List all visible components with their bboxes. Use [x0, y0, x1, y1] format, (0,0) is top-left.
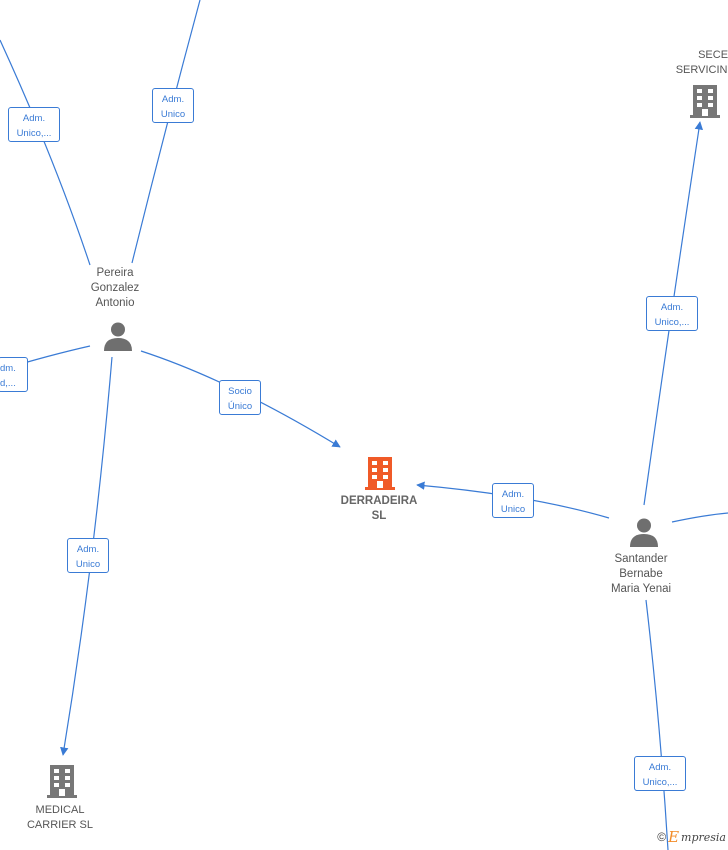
person-icon	[630, 518, 658, 547]
building-icon	[690, 85, 720, 118]
person-icon	[104, 322, 132, 351]
edge-label-santander-derradeira[interactable]: Adm. Unico	[492, 483, 534, 518]
building-icon	[365, 457, 395, 490]
edge-santander-bottom	[645, 599, 669, 850]
edge-label-bottom-right[interactable]: Adm. Unico,...	[634, 756, 686, 791]
copyright-symbol: ©	[657, 830, 667, 844]
edge-label-socio-unico[interactable]: Socio Único	[219, 380, 261, 415]
brand-initial: E	[668, 828, 680, 846]
company-label-secer[interactable]: SECER SERVICING	[675, 49, 728, 76]
building-icon	[47, 765, 77, 798]
company-label-medical[interactable]: MEDICAL CARRIER SL	[26, 804, 94, 831]
person-label-santander[interactable]: Santander Bernabe Maria Yenai	[610, 553, 672, 595]
edge-label-santander-secer[interactable]: Adm. Unico,...	[646, 296, 698, 331]
edge-label-left[interactable]: dm. d,...	[0, 357, 28, 392]
edge-label-pereira-medical[interactable]: Adm. Unico	[67, 538, 109, 573]
edge-label-top-center[interactable]: Adm. Unico	[152, 88, 194, 123]
edge-top-center	[131, 0, 201, 264]
person-label-pereira[interactable]: Pereira Gonzalez Antonio	[90, 267, 140, 309]
edge-top-left	[0, 39, 91, 266]
company-label-derradeira[interactable]: DERRADEIRA SL	[340, 495, 418, 522]
edge-santander-right	[671, 512, 728, 523]
edge-label-top-left[interactable]: Adm. Unico,...	[8, 107, 60, 142]
brand-name: mpresia	[681, 830, 726, 844]
